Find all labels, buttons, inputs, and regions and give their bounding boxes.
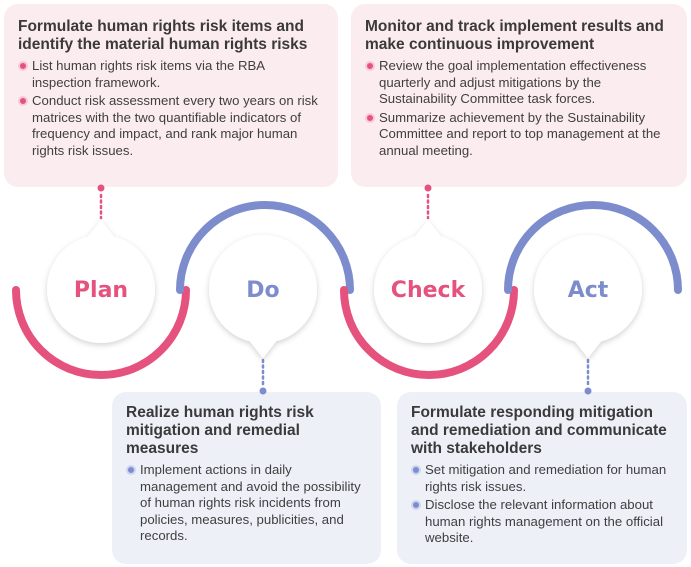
act-label: Act xyxy=(568,278,609,303)
check-card-title: Monitor and track implement results and … xyxy=(365,18,664,53)
bullet-dot-icon xyxy=(18,61,28,71)
list-item: Implement actions in daily management an… xyxy=(126,462,369,545)
check-arc xyxy=(340,286,518,379)
bullet-dot-icon xyxy=(411,465,421,475)
plan-card: Formulate human rights risk items and id… xyxy=(4,4,338,187)
bullet-dot-icon xyxy=(365,112,375,123)
act-card: Formulate responding mitigation and reme… xyxy=(397,392,687,564)
act-card-list: Set mitigation and remediation for human… xyxy=(411,462,677,547)
list-item: Review the goal implementation effective… xyxy=(365,58,675,108)
list-item: Summarize achievement by the Sustainabil… xyxy=(365,110,675,160)
bullet-dot-icon xyxy=(365,61,375,71)
bullet-dot-icon xyxy=(18,96,28,106)
plan-label: Plan xyxy=(74,278,128,303)
act-connector xyxy=(584,358,592,395)
plan-connector xyxy=(97,184,105,220)
list-item: Conduct risk assessment every two years … xyxy=(18,93,326,159)
list-item: Disclose the relevant information about … xyxy=(411,497,677,547)
do-card-list: Implement actions in daily management an… xyxy=(126,462,369,545)
list-item: Set mitigation and remediation for human… xyxy=(411,462,677,495)
check-card: Monitor and track implement results and … xyxy=(351,4,687,187)
check-connector xyxy=(424,184,432,220)
do-card-title: Realize human rights risk mitigation and… xyxy=(126,404,314,457)
do-connector xyxy=(259,358,267,395)
do-bubble xyxy=(209,235,317,358)
do-arc xyxy=(176,201,354,294)
plan-bubble xyxy=(47,220,155,343)
bullet-dot-icon xyxy=(126,465,136,475)
check-card-list: Review the goal implementation effective… xyxy=(365,58,675,159)
list-item: List human rights risk items via the RBA… xyxy=(18,58,326,91)
act-card-title: Formulate responding mitigation and reme… xyxy=(411,404,667,457)
plan-card-title: Formulate human rights risk items and id… xyxy=(18,18,308,53)
check-bubble xyxy=(374,220,482,343)
check-label: Check xyxy=(391,278,467,303)
plan-arc xyxy=(12,286,190,379)
act-arc xyxy=(504,201,682,294)
act-bubble xyxy=(534,235,642,358)
do-label: Do xyxy=(246,278,279,303)
plan-card-list: List human rights risk items via the RBA… xyxy=(18,58,326,159)
bullet-dot-icon xyxy=(411,500,421,510)
do-card: Realize human rights risk mitigation and… xyxy=(112,392,381,564)
